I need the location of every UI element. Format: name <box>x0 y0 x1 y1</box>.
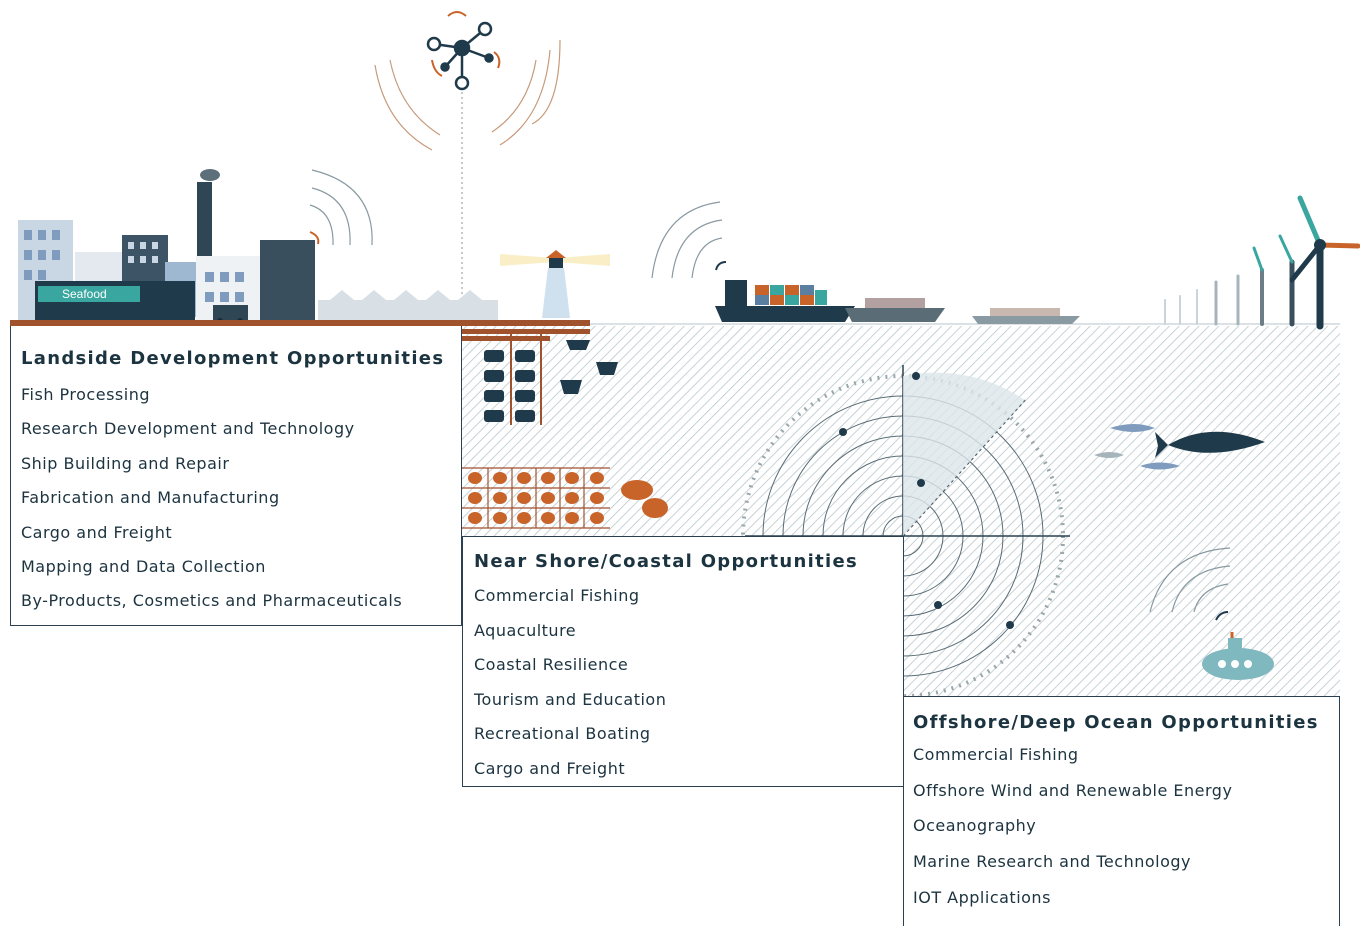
list-item: Tourism and Education <box>474 689 667 709</box>
drone-signal-waves <box>374 39 561 151</box>
seafood-sign: Seafood <box>62 287 107 301</box>
list-item: Ship Building and Repair <box>21 453 230 473</box>
aquaculture-cages <box>484 330 618 425</box>
nearshore-title: Near Shore/Coastal Opportunities <box>474 551 859 572</box>
list-item: Coastal Resilience <box>474 655 629 675</box>
nearshore-panel: Near Shore/Coastal Opportunities Commerc… <box>462 536 904 787</box>
list-item: Aquaculture <box>474 620 577 640</box>
offshore-list: Commercial Fishing Offshore Wind and Ren… <box>913 744 1232 922</box>
list-item: Oceanography <box>913 816 1037 836</box>
landside-panel: Landside Development Opportunities Fish … <box>10 326 462 626</box>
list-item: Fish Processing <box>21 385 150 404</box>
drone-icon <box>426 21 494 91</box>
list-item: Commercial Fishing <box>913 745 1079 764</box>
oyster-icon <box>462 467 668 529</box>
list-item: Recreational Boating <box>474 724 651 744</box>
cargo-ship-icon <box>715 280 945 322</box>
nearshore-list: Commercial Fishing Aquaculture Coastal R… <box>474 585 666 793</box>
ground-line <box>10 320 590 326</box>
fish-icon <box>1094 424 1265 470</box>
houses-row <box>318 290 498 320</box>
list-item: Commercial Fishing <box>474 586 640 605</box>
wind-turbine-icon <box>1164 195 1360 330</box>
factory-signal-icon <box>309 169 373 246</box>
list-item: Fabrication and Manufacturing <box>21 488 280 508</box>
offshore-title: Offshore/Deep Ocean Opportunities <box>913 712 1319 733</box>
list-item: Research Development and Technology <box>21 419 355 439</box>
ship-antenna-icon <box>715 261 727 271</box>
radar-blips <box>839 372 1014 629</box>
list-item: IOT Applications <box>913 887 1051 907</box>
list-item: By-Products, Cosmetics and Pharmaceutica… <box>21 591 403 611</box>
list-item: Cargo and Freight <box>474 758 626 778</box>
sub-signal-icon <box>1149 547 1231 613</box>
drone-signal-icon <box>431 11 501 77</box>
factory-icon: Seafood <box>18 169 315 324</box>
list-item: Cargo and Freight <box>21 522 173 542</box>
list-item: Marine Research and Technology <box>913 852 1191 872</box>
antenna-signal-icon <box>309 231 320 245</box>
landside-list: Fish Processing Research Development and… <box>21 384 402 625</box>
distant-ships <box>972 308 1080 324</box>
list-item: Offshore Wind and Renewable Energy <box>913 780 1233 800</box>
ship-signal-icon <box>651 201 723 279</box>
landside-title: Landside Development Opportunities <box>21 348 445 369</box>
lighthouse-icon <box>500 250 610 318</box>
offshore-panel: Offshore/Deep Ocean Opportunities Commer… <box>903 696 1340 926</box>
submarine-icon <box>1202 611 1274 680</box>
list-item: Mapping and Data Collection <box>21 556 266 576</box>
